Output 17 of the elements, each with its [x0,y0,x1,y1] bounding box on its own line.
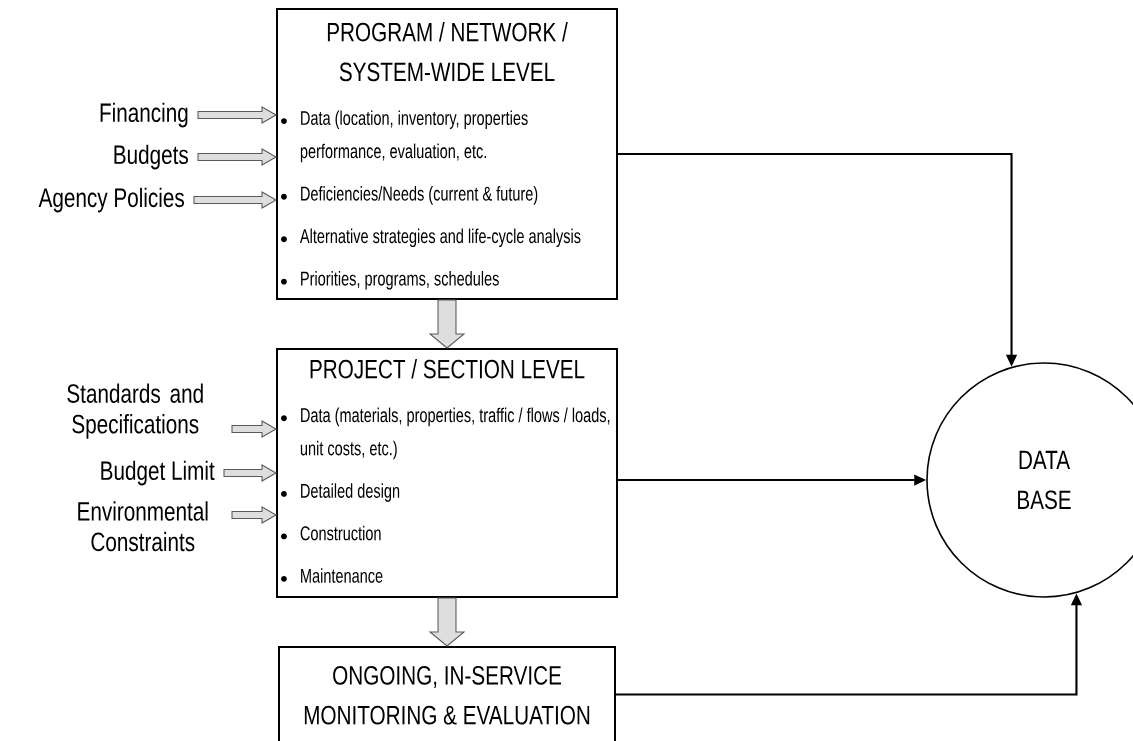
level-box: ONGOING, IN-SERVICE MONITORING & EVALUATION [278,646,616,741]
input-label: Budget Limit [101,460,215,486]
input-arrow [223,464,278,482]
input-label: Environmental Constraints [78,501,208,552]
input-label: Financing [100,102,188,128]
input-label: Standards and Specifications [67,383,203,439]
flow-arrow [428,299,466,349]
level-box: PROGRAM / NETWORK / SYSTEM-WIDE LEVEL Data (location, inventory, properties performance, evaluation, etc. Deficiencies/Needs (current & future) Alternative strategies and life-cycle analysis Priorities, programs, schedules [276,8,618,300]
input-label: Agency Policies [38,187,184,213]
level-box: PROJECT / SECTION LEVEL Data (materials, properties, traffic / flows / loads, unit costs, etc.) Detailed design Construction Maintenance [276,348,618,598]
input-arrow [197,106,278,124]
input-arrow [193,191,278,209]
input-arrow [231,506,278,524]
input-label: Budgets [114,144,188,170]
input-arrow [231,420,278,438]
flow-arrow [428,597,466,647]
input-arrow [197,148,278,166]
